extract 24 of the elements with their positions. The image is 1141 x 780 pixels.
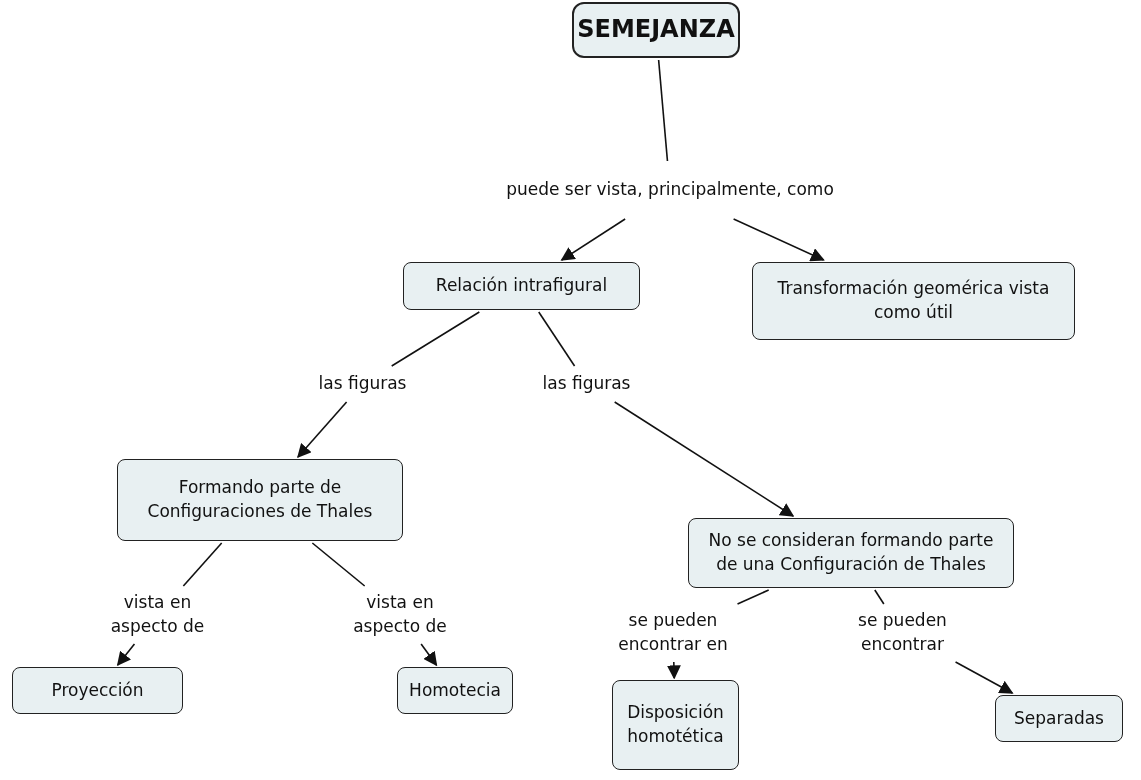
arrow: [560, 218, 626, 261]
arrow: [732, 218, 825, 262]
concept-box: Separadas: [995, 695, 1123, 742]
arrow: [954, 661, 1014, 694]
connector-line: [537, 311, 576, 367]
connector-line: [657, 59, 669, 162]
arrow: [116, 643, 136, 667]
connector-line: [736, 589, 770, 605]
connector-line: [182, 542, 223, 587]
concept-box: Formando parte de Configuraciones de Thales: [117, 459, 403, 541]
concept-box: Homotecia: [397, 667, 513, 714]
arrow: [420, 643, 438, 667]
concept-box: Disposición homotética: [612, 680, 739, 770]
connector-line: [311, 542, 366, 587]
connector-line: [874, 589, 885, 605]
arrow: [297, 401, 348, 459]
concept-box: Transformación geomérica vista como útil: [752, 262, 1075, 340]
main-concept-box: SEMEJANZA: [572, 2, 740, 58]
arrow: [613, 401, 795, 517]
arrow: [666, 661, 681, 680]
connector-line: [390, 311, 481, 367]
concept-box: Proyección: [12, 667, 183, 714]
concept-box: No se consideran formando parte de una Configuración de Thales: [688, 518, 1014, 588]
concept-box: Relación intrafigural: [403, 262, 640, 310]
